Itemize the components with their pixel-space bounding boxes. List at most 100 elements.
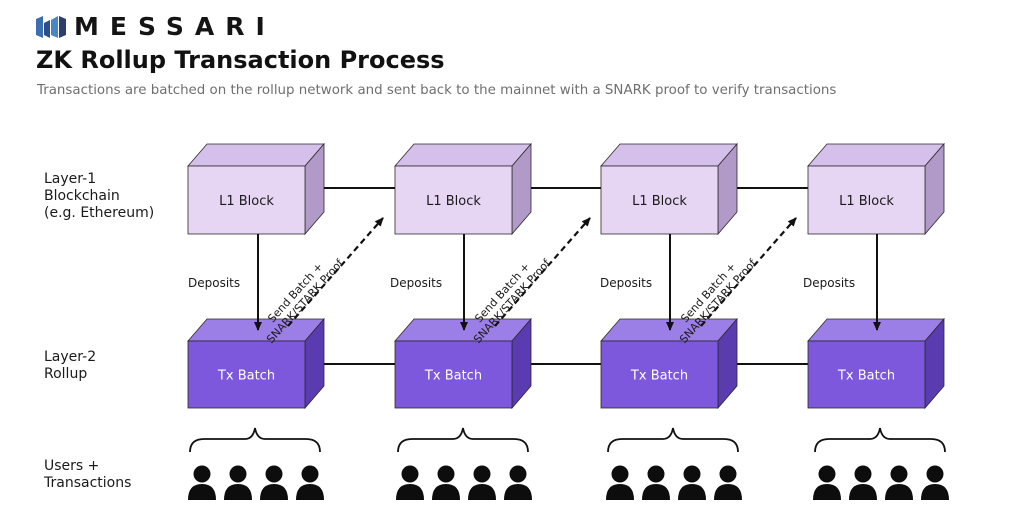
l1-block: L1 Block xyxy=(394,142,532,236)
brand-wordmark: MESSARI xyxy=(74,12,276,41)
user-icon-body xyxy=(224,484,252,500)
curly-brace-icon xyxy=(189,427,321,453)
l1-block-front-face xyxy=(807,165,926,235)
user-icon-head xyxy=(890,465,908,483)
l1-block: L1 Block xyxy=(600,142,738,236)
l2-tx-batch: Tx Batch xyxy=(187,317,325,410)
l2-tx-batch-front-face xyxy=(187,340,306,409)
user-icon-body xyxy=(432,484,460,500)
user-icon-body xyxy=(260,484,288,500)
user-icon-head xyxy=(818,465,836,483)
user-icon xyxy=(468,465,496,500)
l1-block-front-face xyxy=(394,165,513,235)
l2-tx-batch-front-face xyxy=(600,340,719,409)
user-icon-body xyxy=(885,484,913,500)
l2-tx-batch: Tx Batch xyxy=(807,317,945,410)
user-icon-body xyxy=(813,484,841,500)
l1-block-label: L1 Block xyxy=(219,194,274,209)
user-icon-head xyxy=(437,465,455,483)
user-icon-head xyxy=(229,465,247,483)
l1-block: L1 Block xyxy=(187,142,325,236)
user-icon xyxy=(921,465,949,500)
user-icon-head xyxy=(926,465,944,483)
l1-block-top-face xyxy=(394,143,532,167)
layer1-label-line: Layer-1 xyxy=(44,171,97,187)
user-icon xyxy=(885,465,913,500)
layer2-label: Layer-2 Rollup xyxy=(44,349,96,383)
user-icon xyxy=(396,465,424,500)
user-icon-head xyxy=(265,465,283,483)
layer1-label-line: (e.g. Ethereum) xyxy=(44,205,155,221)
layer1-label-line: Blockchain xyxy=(44,188,120,204)
send-batch-arrow xyxy=(494,217,591,327)
user-icon-body xyxy=(504,484,532,500)
send-batch-arrow xyxy=(287,217,384,327)
user-icon-body xyxy=(714,484,742,500)
user-icon-head xyxy=(193,465,211,483)
l1-block-top-face xyxy=(807,143,945,167)
user-icon xyxy=(849,465,877,500)
l2-tx-batch-front-face xyxy=(394,340,513,409)
l2-tx-batch-label: Tx Batch xyxy=(630,369,688,384)
user-icon-head xyxy=(611,465,629,483)
user-icon-head xyxy=(647,465,665,483)
users-label-line: Users + xyxy=(44,458,100,474)
user-icon xyxy=(642,465,670,500)
user-icon xyxy=(296,465,324,500)
deposits-label: Deposits xyxy=(188,276,240,290)
user-icon-body xyxy=(606,484,634,500)
user-icon-body xyxy=(396,484,424,500)
layer2-label-line: Layer-2 xyxy=(44,349,97,365)
l2-tx-batch-label: Tx Batch xyxy=(837,369,895,384)
l2-tx-batch-label: Tx Batch xyxy=(217,369,275,384)
user-icon-body xyxy=(188,484,216,500)
layer2-label-line: Rollup xyxy=(44,366,88,382)
user-icon xyxy=(188,465,216,500)
users-label: Users + Transactions xyxy=(44,458,131,492)
user-icon-body xyxy=(849,484,877,500)
user-icon-head xyxy=(301,465,319,483)
user-icon xyxy=(714,465,742,500)
l1-block-top-face xyxy=(600,143,738,167)
send-batch-arrow xyxy=(700,217,797,327)
deposits-label: Deposits xyxy=(803,276,855,290)
curly-brace-icon xyxy=(607,427,739,453)
l2-tx-batch-label: Tx Batch xyxy=(424,369,482,384)
user-icon xyxy=(224,465,252,500)
curly-brace-icon xyxy=(814,427,946,453)
deposits-label: Deposits xyxy=(600,276,652,290)
user-icon-head xyxy=(401,465,419,483)
l1-block-top-face xyxy=(187,143,325,167)
user-icon xyxy=(813,465,841,500)
user-icon-head xyxy=(854,465,872,483)
l2-tx-batch: Tx Batch xyxy=(600,317,738,410)
l1-block: L1 Block xyxy=(807,142,945,236)
l1-block-label: L1 Block xyxy=(839,194,894,209)
user-icon-head xyxy=(683,465,701,483)
users-label-line: Transactions xyxy=(44,475,132,491)
l1-block-label: L1 Block xyxy=(426,194,481,209)
user-icon xyxy=(678,465,706,500)
user-icon-body xyxy=(468,484,496,500)
l1-block-front-face xyxy=(187,165,306,235)
user-icon-body xyxy=(678,484,706,500)
l1-block-front-face xyxy=(600,165,719,235)
user-icon-head xyxy=(719,465,737,483)
l2-tx-batch-top-face xyxy=(187,318,325,342)
curly-brace-icon xyxy=(397,427,529,453)
user-icon xyxy=(504,465,532,500)
user-icon xyxy=(606,465,634,500)
user-icon-body xyxy=(921,484,949,500)
page-subtitle: Transactions are batched on the rollup n… xyxy=(37,83,837,98)
l2-tx-batch: Tx Batch xyxy=(394,317,532,410)
messari-logo-icon xyxy=(36,15,66,38)
brand: MESSARI xyxy=(36,12,276,41)
user-icon xyxy=(432,465,460,500)
page-title: ZK Rollup Transaction Process xyxy=(36,46,445,74)
user-icon-body xyxy=(296,484,324,500)
deposits-label: Deposits xyxy=(390,276,442,290)
user-icon xyxy=(260,465,288,500)
user-icon-head xyxy=(473,465,491,483)
l2-tx-batch-front-face xyxy=(807,340,926,409)
